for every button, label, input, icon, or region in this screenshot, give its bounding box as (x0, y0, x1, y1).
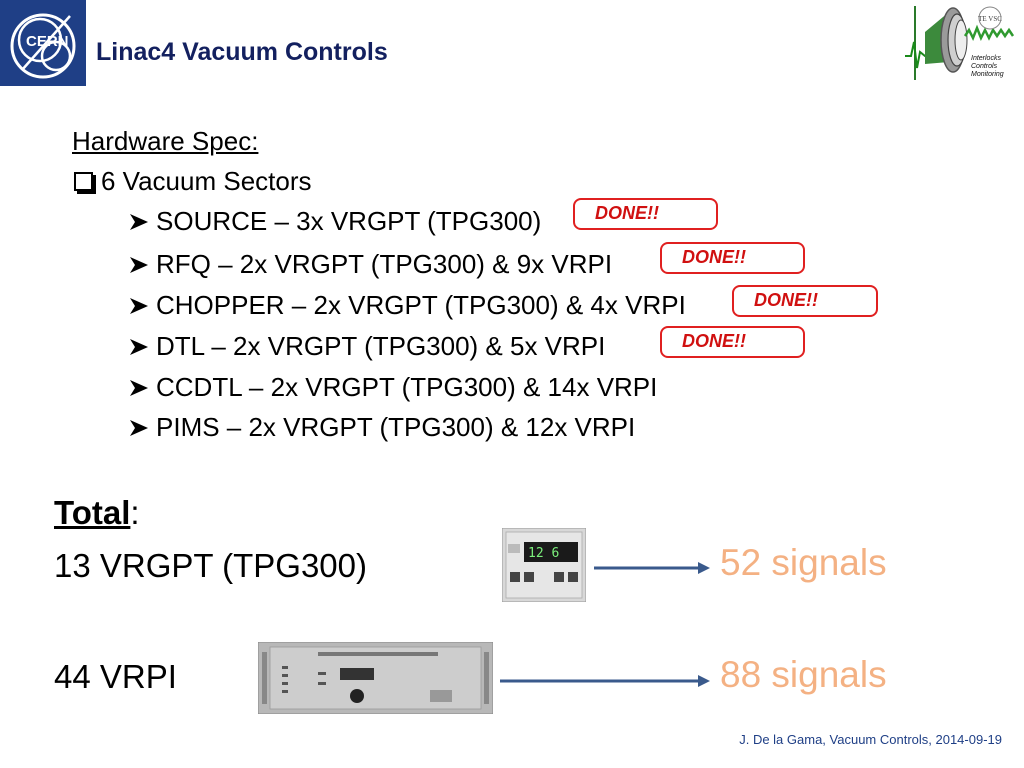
sector-item-dtl: DTL – 2x VRGPT (TPG300) & 5x VRPI (128, 331, 605, 361)
arrow-vrpi-signals (500, 675, 710, 687)
footer-credit: J. De la Gama, Vacuum Controls, 2014-09-… (739, 732, 1002, 747)
arrow-bullet-icon (130, 214, 148, 230)
arrow-bullet-icon (130, 420, 148, 436)
icm-line-1: Interlocks (971, 55, 1001, 62)
icm-line-2: Controls (971, 63, 998, 70)
arrow-vrgpt-signals (594, 562, 710, 574)
checkbox-bullet-icon (74, 172, 93, 191)
arrow-bullet-icon (130, 298, 148, 314)
total-label: Total: (54, 494, 140, 531)
icm-line-3: Monitoring (971, 71, 1004, 78)
spec-heading: Hardware Spec: (72, 126, 259, 156)
sectors-label: 6 Vacuum Sectors (101, 166, 312, 196)
arrow-bullet-icon (130, 257, 148, 273)
icm-logo: TE VSC Interlocks Controls Monitoring (905, 2, 1017, 82)
slide-title: Linac4 Vacuum Controls (96, 38, 388, 66)
sector-item-chopper: CHOPPER – 2x VRGPT (TPG300) & 4x VRPI (128, 290, 686, 320)
sector-item-rfq: RFQ – 2x VRGPT (TPG300) & 9x VRPI (128, 249, 612, 279)
vrpi-total: 44 VRPI (54, 658, 177, 695)
total-word: Total (54, 494, 131, 531)
sector-text: CHOPPER – 2x VRGPT (TPG300) & 4x VRPI (156, 290, 686, 320)
sector-text: SOURCE – 3x VRGPT (TPG300) (156, 206, 542, 236)
arrow-bullet-icon (130, 380, 148, 396)
vrgpt-signals: 52 signals (720, 542, 887, 583)
arrow-bullet-icon (130, 339, 148, 355)
done-badge-rfq: DONE!! (660, 242, 805, 274)
sector-text: DTL – 2x VRGPT (TPG300) & 5x VRPI (156, 331, 606, 361)
sector-item-ccdtl: CCDTL – 2x VRGPT (TPG300) & 14x VRPI (128, 372, 657, 402)
tpg300-device-image: 12 6 (502, 528, 586, 602)
cern-logo: CERN (0, 0, 86, 86)
sectors-line: 6 Vacuum Sectors (74, 166, 312, 196)
sector-item-pims: PIMS – 2x VRGPT (TPG300) & 12x VRPI (128, 412, 635, 442)
cern-logo-text: CERN (26, 33, 69, 50)
sector-item-source: SOURCE – 3x VRGPT (TPG300) (128, 206, 541, 236)
sector-text: PIMS – 2x VRGPT (TPG300) & 12x VRPI (156, 412, 636, 442)
icm-org-text: TE VSC (978, 15, 1002, 23)
done-badge-dtl: DONE!! (660, 326, 805, 358)
sector-text: RFQ – 2x VRGPT (TPG300) & 9x VRPI (156, 249, 613, 279)
done-badge-source: DONE!! (573, 198, 718, 230)
tpg300-display-text: 12 6 (528, 546, 559, 561)
vrgpt-total: 13 VRGPT (TPG300) (54, 547, 368, 584)
vrpi-signals: 88 signals (720, 654, 887, 695)
sector-text: CCDTL – 2x VRGPT (TPG300) & 14x VRPI (156, 372, 658, 402)
vrpi-device-image (258, 642, 493, 714)
done-badge-chopper: DONE!! (732, 285, 878, 317)
